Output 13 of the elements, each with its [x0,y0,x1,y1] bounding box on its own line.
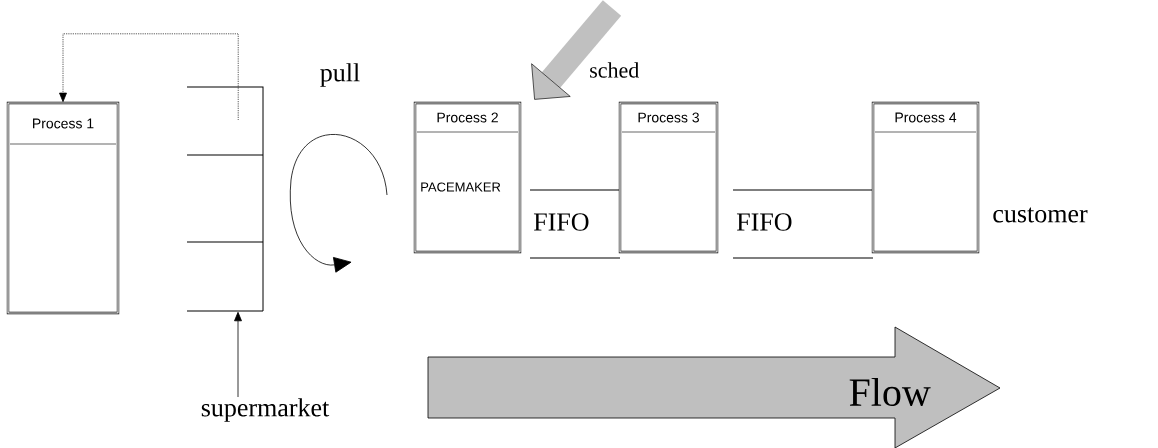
arrow [59,33,239,121]
arrow [531,0,622,100]
process-box: Process 4 [871,101,980,254]
fifo-lane: FIFO [529,189,621,259]
text-label: pull [320,63,360,87]
fifo-lane: FIFO [732,189,874,259]
edge-label: sched [590,62,640,78]
process-box: Process 1 [6,101,120,315]
supermarket-rack [186,86,264,312]
supermarket-label: supermarket [201,398,330,422]
process-box: Process 2 PACEMAKER [413,101,522,254]
arrow [234,311,242,398]
process-box: Process 3 [618,101,719,254]
